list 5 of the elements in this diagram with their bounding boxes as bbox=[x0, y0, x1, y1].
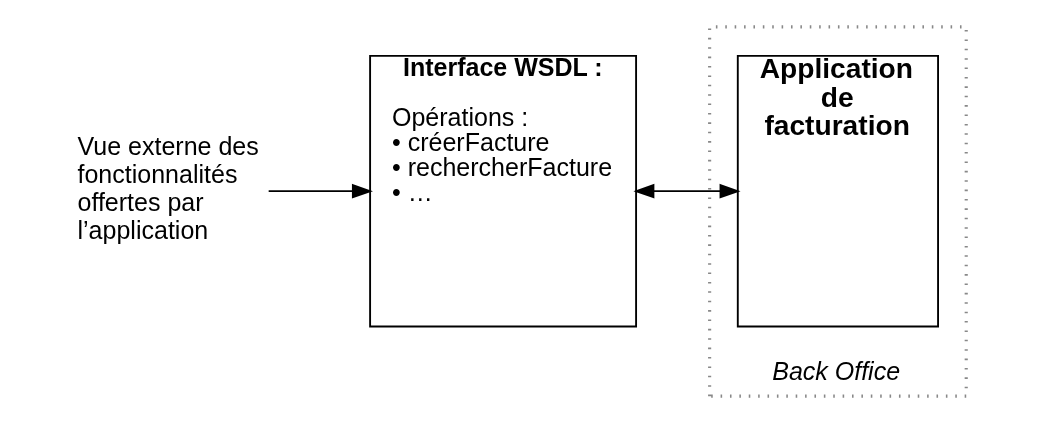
arrow bbox=[633, 183, 741, 199]
node-text: Vue externe des fonctionnalités offertes par l’application bbox=[77, 131, 259, 245]
arrow bbox=[267, 183, 373, 199]
node-box: Application de facturation bbox=[736, 54, 939, 328]
node-box: Interface WSDL : Opérations : • créerFacture • rechercherFacture • … bbox=[369, 54, 638, 328]
